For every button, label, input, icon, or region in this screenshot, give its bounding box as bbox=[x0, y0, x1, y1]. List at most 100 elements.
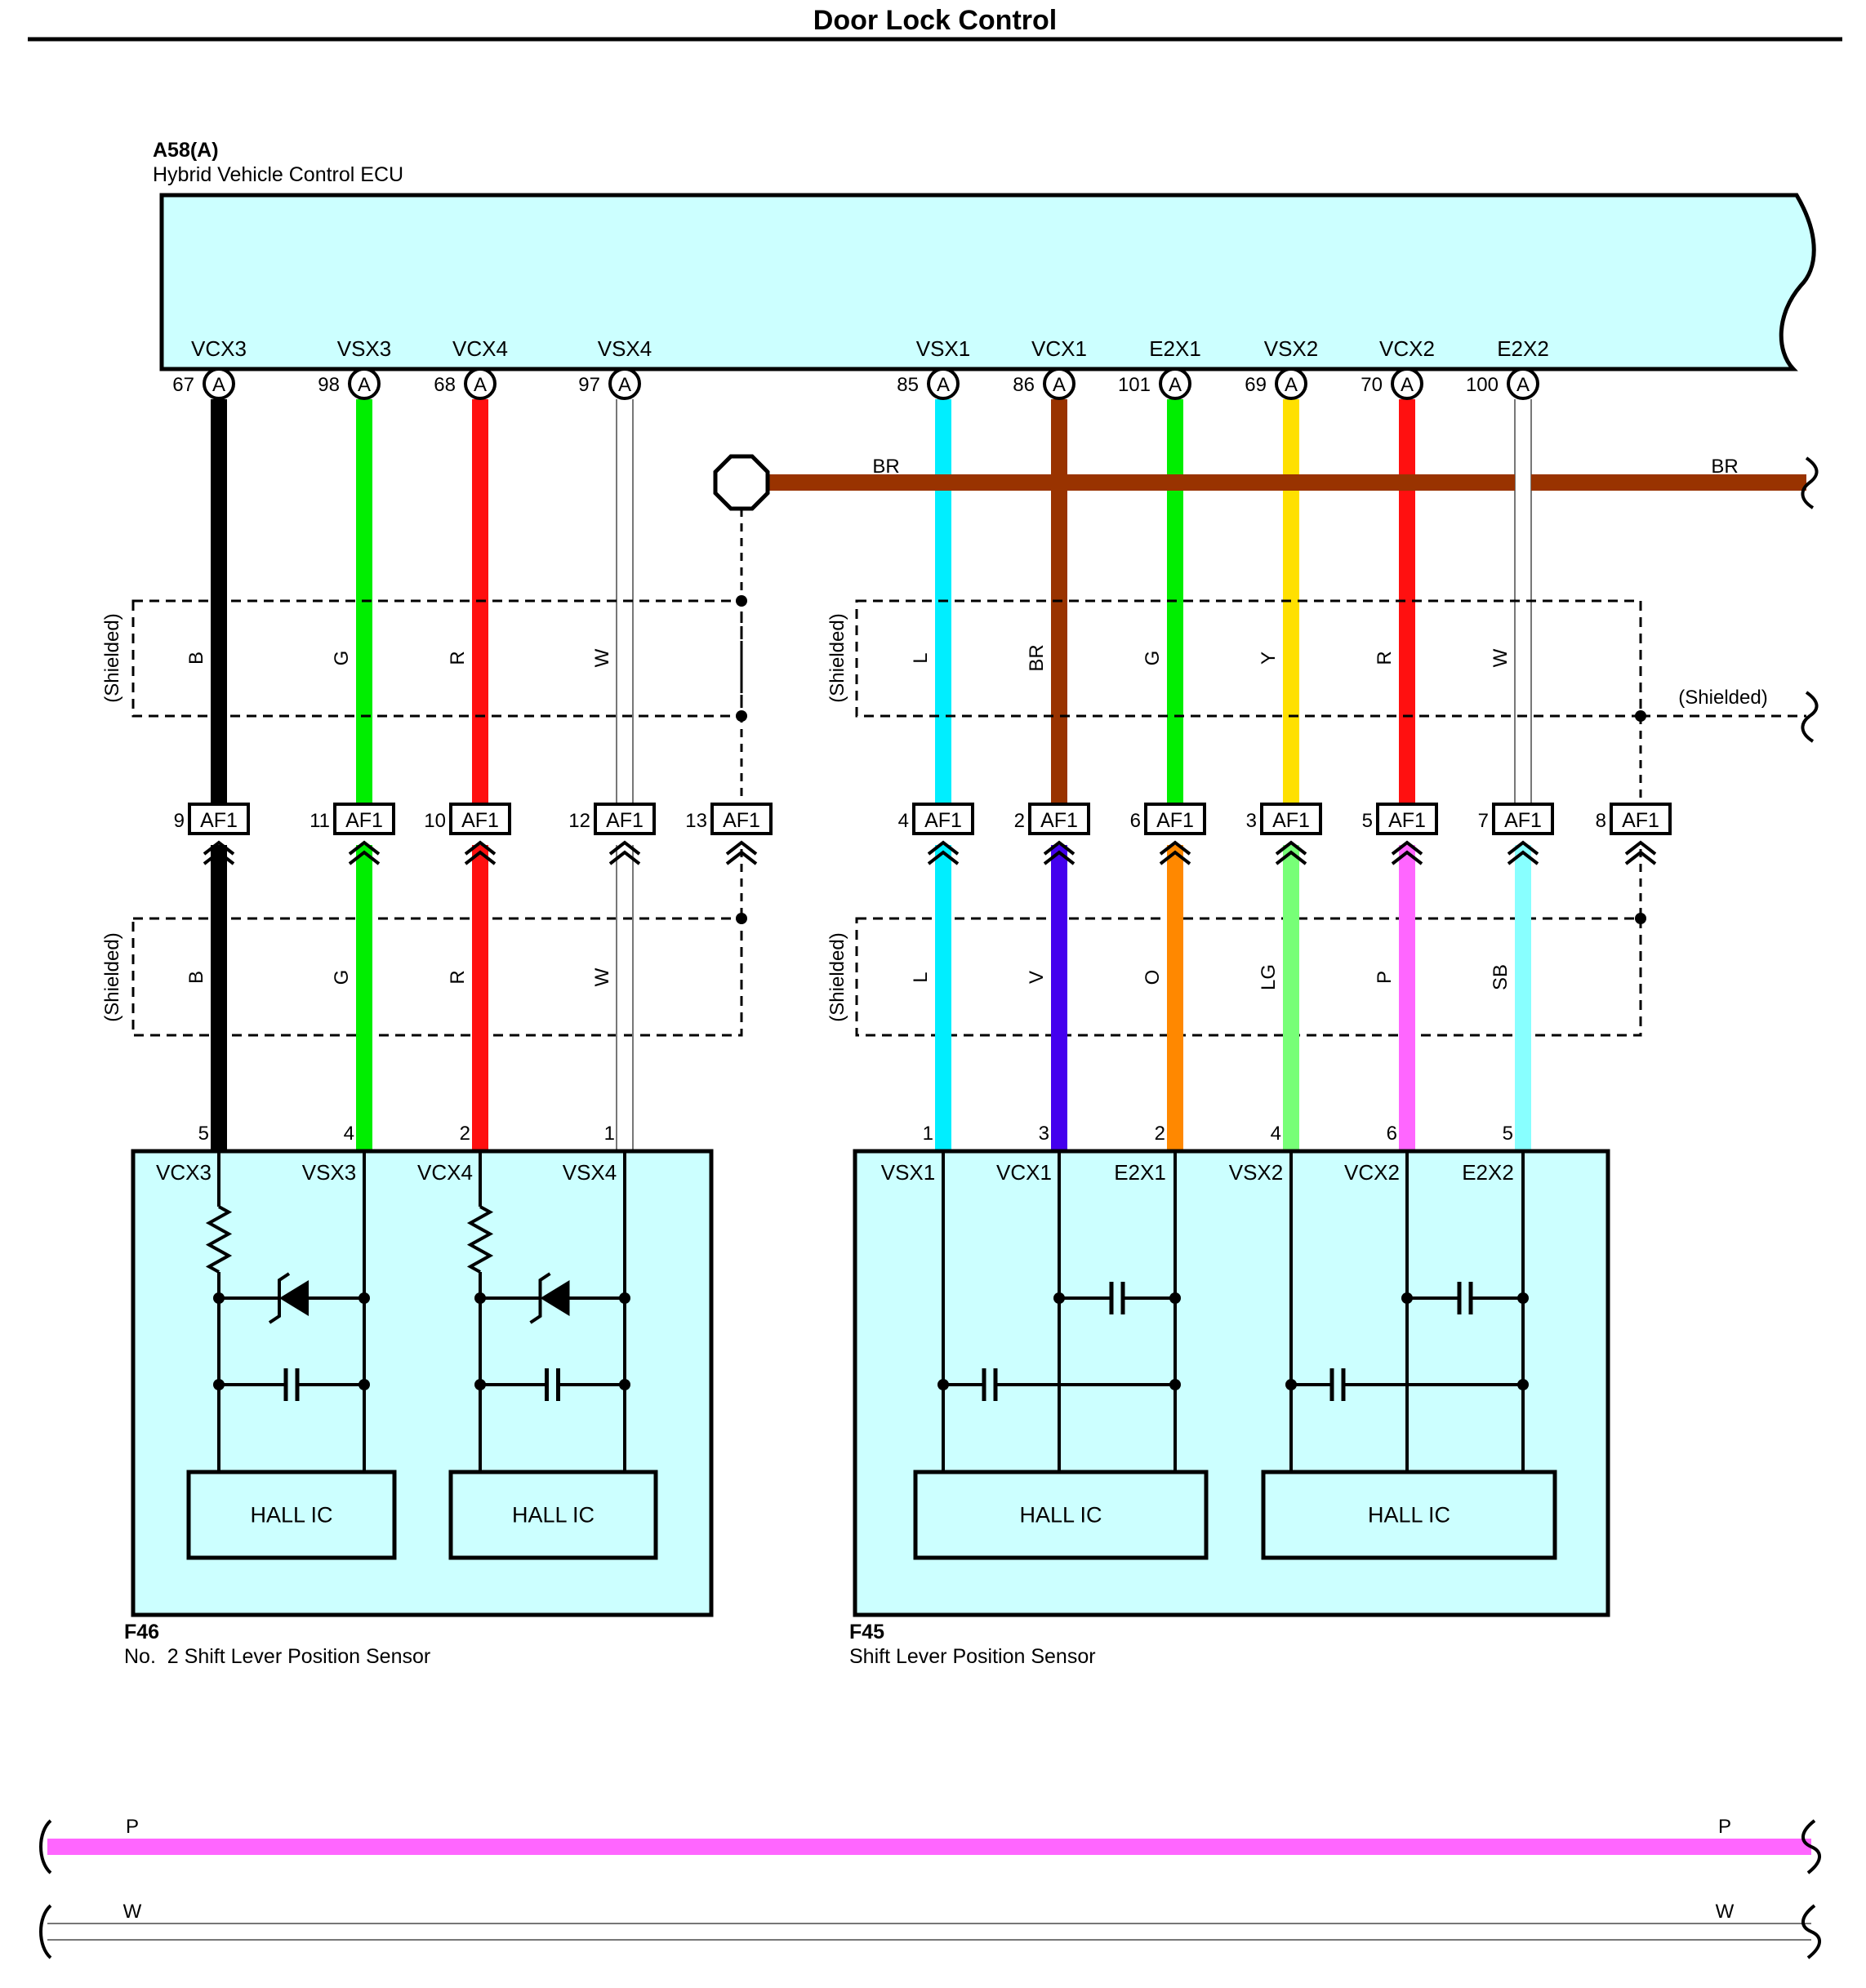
f46-pin-number: 1 bbox=[604, 1123, 615, 1145]
f45-connector-code: F45 bbox=[849, 1621, 884, 1643]
ground-bus-break-mark bbox=[1801, 456, 1819, 509]
af1-mating-chevron-icon bbox=[1624, 841, 1657, 865]
junction-dot bbox=[1169, 1292, 1181, 1304]
af1-connector-label: AF1 bbox=[1040, 809, 1078, 832]
hall-ic-label: HALL IC bbox=[1019, 1503, 1102, 1528]
f45-pin-label: VSX2 bbox=[1229, 1160, 1284, 1185]
ecu-pin-connector-letter: A bbox=[618, 374, 631, 396]
junction-dot bbox=[359, 1292, 370, 1304]
zener-diode-icon bbox=[268, 1272, 291, 1324]
ecu-pin-number: 100 bbox=[1466, 374, 1499, 396]
hall-ic-label: HALL IC bbox=[512, 1503, 595, 1528]
shield-junction-dot bbox=[736, 710, 747, 722]
ecu-pin-connector-letter: A bbox=[1169, 374, 1182, 396]
ecu-pin-connector-letter: A bbox=[358, 374, 371, 396]
junction-dot bbox=[1169, 1379, 1181, 1390]
ecu-pin-label: E2X1 bbox=[1149, 336, 1201, 361]
upper-wire-code: B bbox=[185, 652, 207, 665]
upper-wire-code: G bbox=[331, 651, 353, 666]
junction-dot bbox=[1053, 1292, 1065, 1304]
f45-pin-number: 2 bbox=[1155, 1123, 1165, 1145]
f45-pin-number: 3 bbox=[1039, 1123, 1049, 1145]
shield-lower-right bbox=[855, 917, 1642, 1037]
shield-junction-dot bbox=[1635, 913, 1646, 924]
ecu-pin-label: VSX1 bbox=[916, 336, 971, 361]
zener-diode-icon bbox=[279, 1280, 309, 1316]
junction-dot bbox=[619, 1379, 630, 1390]
bottom-wire-label-left: W bbox=[123, 1901, 142, 1923]
hall-ic-label: HALL IC bbox=[250, 1503, 332, 1528]
lower-wire-code: G bbox=[331, 970, 353, 985]
af1-mating-chevron-icon bbox=[725, 841, 758, 865]
lower-wire-code: O bbox=[1142, 970, 1164, 985]
shield-upper-right bbox=[855, 599, 1642, 718]
af1-pin-number: 11 bbox=[310, 810, 330, 832]
ecu-box bbox=[159, 193, 1816, 371]
f45-sensor-name: Shift Lever Position Sensor bbox=[849, 1645, 1096, 1668]
shield-upper-left bbox=[131, 599, 743, 718]
zener-diode-icon bbox=[529, 1272, 551, 1324]
ecu-pin-label: VSX3 bbox=[337, 336, 392, 361]
af1-connector-body bbox=[912, 803, 974, 835]
ecu-pin-connector-letter: A bbox=[1285, 374, 1298, 396]
bottom-wire-label-right: W bbox=[1716, 1901, 1735, 1923]
wire-break-mark bbox=[39, 1819, 52, 1875]
junction-dot bbox=[1517, 1379, 1529, 1390]
f45-pin-number: 4 bbox=[1271, 1123, 1281, 1145]
af1-connector-label: AF1 bbox=[723, 809, 760, 832]
af1-connector-body bbox=[1260, 803, 1322, 835]
lower-wire-code: R bbox=[447, 970, 469, 984]
f45-pin-label: E2X1 bbox=[1114, 1160, 1166, 1185]
af1-connector-body bbox=[1492, 803, 1554, 835]
af1-connector-body bbox=[333, 803, 395, 835]
af1-pin-number: 5 bbox=[1362, 810, 1373, 832]
f46-connector-code: F46 bbox=[124, 1621, 159, 1643]
ecu-pin-number: 86 bbox=[1013, 374, 1035, 396]
hall-ic-label: HALL IC bbox=[1368, 1503, 1450, 1528]
shield-label: (Shielded) bbox=[101, 932, 123, 1021]
ecu-pin-terminal bbox=[464, 367, 497, 400]
af1-pin-number: 2 bbox=[1014, 810, 1025, 832]
ecu-pin-label: VCX1 bbox=[1031, 336, 1087, 361]
af1-connector-label: AF1 bbox=[200, 809, 238, 832]
af1-connector-label: AF1 bbox=[1156, 809, 1194, 832]
upper-wire-code: R bbox=[1374, 651, 1396, 665]
hall-ic-box bbox=[448, 1470, 658, 1560]
shield-lower-left bbox=[131, 917, 743, 1037]
af1-pin-number: 9 bbox=[174, 810, 185, 832]
ecu-pin-number: 85 bbox=[897, 374, 919, 396]
wire-break-mark bbox=[39, 1904, 52, 1959]
f46-pin-label: VSX4 bbox=[563, 1160, 617, 1185]
af1-connector-body bbox=[1028, 803, 1090, 835]
junction-dot bbox=[474, 1292, 486, 1304]
f46-pin-label: VSX3 bbox=[302, 1160, 357, 1185]
junction-dot bbox=[359, 1379, 370, 1390]
af1-connector-body bbox=[449, 803, 511, 835]
ecu-pin-number: 70 bbox=[1361, 374, 1383, 396]
bottom-wire-label-left: P bbox=[126, 1816, 139, 1838]
ecu-pin-label: VCX2 bbox=[1379, 336, 1435, 361]
junction-dot bbox=[474, 1379, 486, 1390]
f46-sensor-name: No. 2 Shift Lever Position Sensor bbox=[124, 1645, 430, 1668]
f45-pin-label: E2X2 bbox=[1462, 1160, 1514, 1185]
ecu-pin-terminal bbox=[1043, 367, 1076, 400]
upper-wire-code: W bbox=[1490, 648, 1512, 667]
ecu-pin-number: 101 bbox=[1118, 374, 1151, 396]
lower-wire-code: W bbox=[591, 967, 613, 986]
af1-pin-number: 10 bbox=[424, 810, 446, 832]
ecu-connector-code: A58(A) bbox=[153, 139, 219, 162]
junction-dot bbox=[1517, 1292, 1529, 1304]
af1-connector-label: AF1 bbox=[924, 809, 962, 832]
junction-dot bbox=[1285, 1379, 1297, 1390]
wire-break-mark bbox=[1801, 1819, 1821, 1875]
f45-pin-number: 6 bbox=[1387, 1123, 1397, 1145]
ecu-pin-connector-letter: A bbox=[474, 374, 487, 396]
f46-pin-label: VCX3 bbox=[156, 1160, 212, 1185]
af1-connector-label: AF1 bbox=[345, 809, 383, 832]
f45-pin-label: VSX1 bbox=[881, 1160, 936, 1185]
lower-wire-code: V bbox=[1026, 971, 1048, 984]
af1-connector-body bbox=[188, 803, 250, 835]
ecu-pin-number: 67 bbox=[172, 374, 194, 396]
upper-wire-code: R bbox=[447, 651, 469, 665]
af1-pin-number: 7 bbox=[1478, 810, 1489, 832]
